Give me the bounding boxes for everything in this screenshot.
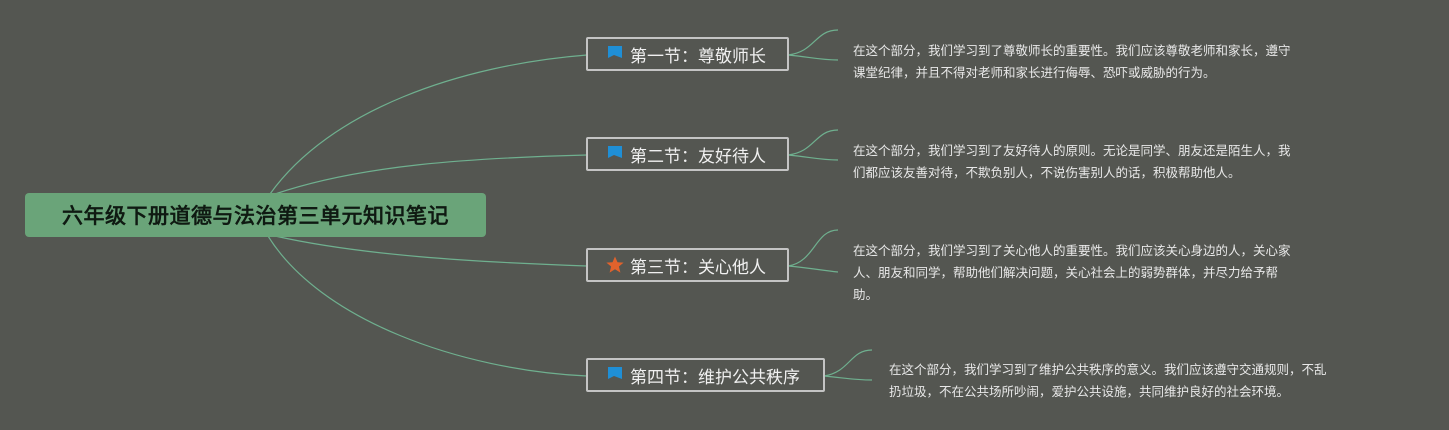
note-line: 助。: [853, 287, 879, 302]
section-4-topic[interactable]: 第四节：维护公共秩序: [586, 358, 825, 392]
blue-flag-icon: [604, 43, 626, 65]
connector-section-4-to-note: [823, 349, 873, 381]
connector-root-to-section-3: [274, 235, 588, 267]
orange-star-icon: [604, 254, 626, 276]
section-3-title: 第三节：关心他人: [630, 257, 766, 278]
connector-section-2-to-note: [787, 129, 839, 161]
section-4-note: 在这个部分，我们学习到了维护公共秩序的意义。我们应该遵守交通规则，不乱 扔垃圾，…: [889, 359, 1327, 403]
section-2-topic[interactable]: 第二节：友好待人: [586, 137, 789, 171]
section-1-note: 在这个部分，我们学习到了尊敬师长的重要性。我们应该尊敬老师和家长，遵守 课堂纪律…: [853, 40, 1291, 84]
note-line: 扔垃圾，不在公共场所吵闹，爱护公共设施，共同维护良好的社会环境。: [889, 384, 1290, 399]
connector-section-1-to-note: [787, 29, 839, 61]
note-line: 在这个部分，我们学习到了友好待人的原则。无论是同学、朋友还是陌生人，我: [853, 143, 1291, 158]
section-4-title: 第四节：维护公共秩序: [630, 367, 800, 388]
note-line: 在这个部分，我们学习到了尊敬师长的重要性。我们应该尊敬老师和家长，遵守: [853, 43, 1291, 58]
connector-root-to-section-2: [274, 154, 588, 195]
note-line: 课堂纪律，并且不得对老师和家长进行侮辱、恐吓或威胁的行为。: [853, 65, 1216, 80]
connector-root-to-section-1: [269, 54, 588, 195]
connector-root-to-section-4: [267, 235, 588, 377]
section-3-note: 在这个部分，我们学习到了关心他人的重要性。我们应该关心身边的人，关心家 人、朋友…: [853, 240, 1291, 306]
note-line: 在这个部分，我们学习到了维护公共秩序的意义。我们应该遵守交通规则，不乱: [889, 362, 1327, 377]
note-line: 在这个部分，我们学习到了关心他人的重要性。我们应该关心身边的人，关心家: [853, 243, 1291, 258]
section-2-note: 在这个部分，我们学习到了友好待人的原则。无论是同学、朋友还是陌生人，我 们都应该…: [853, 140, 1291, 184]
root-topic[interactable]: 六年级下册道德与法治第三单元知识笔记: [25, 193, 486, 237]
blue-flag-icon: [604, 364, 626, 386]
note-line: 们都应该友善对待，不欺负别人，不说伤害别人的话，积极帮助他人。: [853, 165, 1241, 180]
section-3-topic[interactable]: 第三节：关心他人: [586, 248, 789, 282]
section-2-title: 第二节：友好待人: [630, 146, 766, 167]
note-line: 人、朋友和同学，帮助他们解决问题，关心社会上的弱势群体，并尽力给予帮: [853, 265, 1279, 280]
root-title: 六年级下册道德与法治第三单元知识笔记: [62, 204, 449, 228]
connector-section-3-to-note: [787, 229, 839, 273]
section-1-topic[interactable]: 第一节：尊敬师长: [586, 37, 789, 71]
blue-flag-icon: [604, 143, 626, 165]
section-1-title: 第一节：尊敬师长: [630, 46, 766, 67]
